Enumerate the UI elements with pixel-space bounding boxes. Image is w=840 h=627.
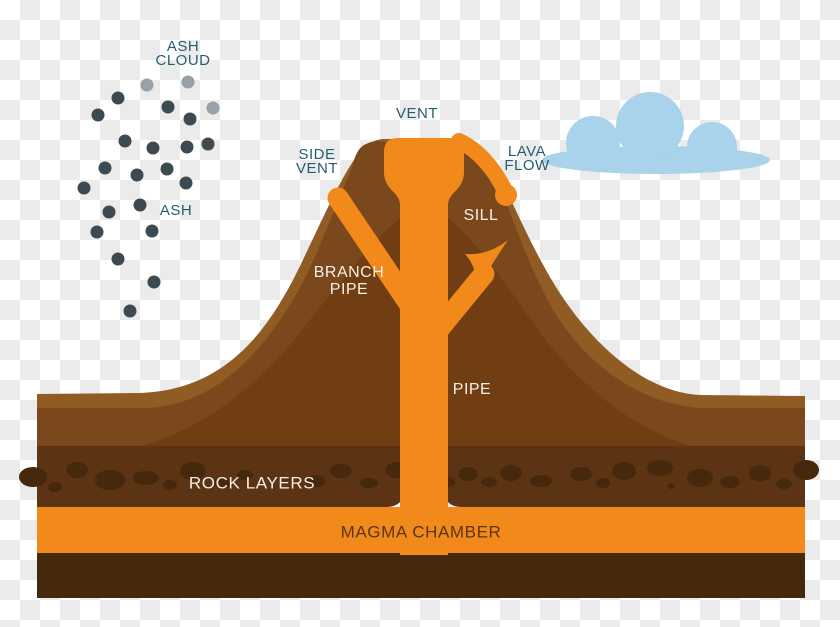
rock-blobs <box>19 460 819 492</box>
bottom-rock-band <box>37 553 805 598</box>
branch-pipe-shape <box>327 187 423 319</box>
label-lava-flow: LAVA FLOW <box>504 143 550 174</box>
label-ash-cloud: ASH CLOUD <box>155 38 211 69</box>
cloud-icon <box>542 92 770 174</box>
label-ash: ASH <box>159 202 193 219</box>
magma-pipe-shape <box>384 138 464 555</box>
lava-flow-shape <box>451 133 517 206</box>
label-sill: SILL <box>463 207 499 224</box>
label-rock-layers: ROCK LAYERS <box>188 473 316 493</box>
label-magma-chamber: MAGMA CHAMBER <box>340 522 502 542</box>
label-side-vent: SIDE VENT <box>295 146 339 177</box>
label-vent: VENT <box>395 105 439 122</box>
sill-arrowhead <box>465 240 508 290</box>
label-pipe: PIPE <box>452 381 492 398</box>
ash-particles-light <box>140 75 220 115</box>
ash-particles-dark <box>77 91 215 318</box>
label-branch-pipe: BRANCH PIPE <box>313 264 385 298</box>
